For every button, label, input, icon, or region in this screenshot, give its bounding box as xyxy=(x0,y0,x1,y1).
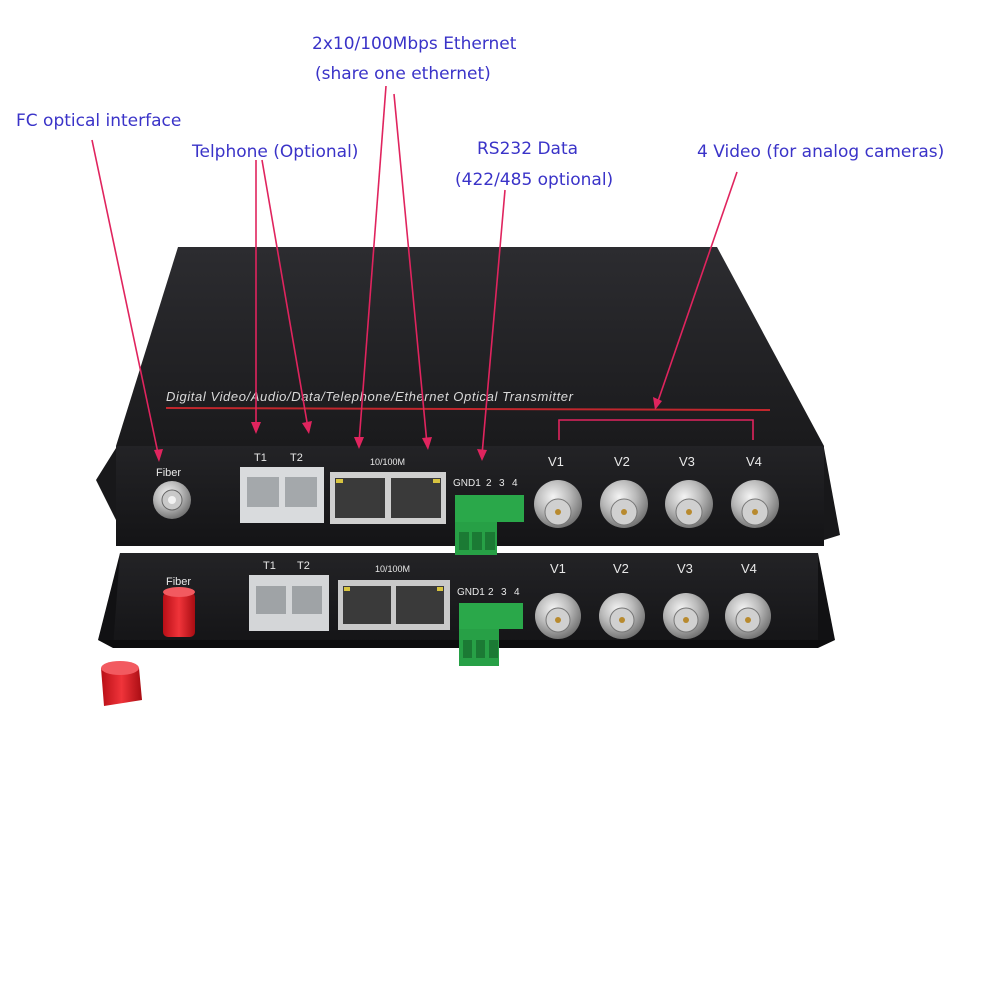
top-device-banner: Digital Video/Audio/Data/Telephone/Ether… xyxy=(166,389,574,404)
top-v1-label: V1 xyxy=(548,454,564,469)
telephone-callout: Telphone (Optional) xyxy=(192,142,359,162)
top-data-2-label: 2 xyxy=(486,478,492,489)
ethernet-callout-line1: 2x10/100Mbps Ethernet xyxy=(312,34,517,54)
bottom-v3-label: V3 xyxy=(677,561,693,576)
fc-optical-callout: FC optical interface xyxy=(16,111,182,131)
top-fiber-port[interactable] xyxy=(153,481,191,519)
bottom-v1-label: V1 xyxy=(550,561,566,576)
bottom-ethernet-label: 10/100M xyxy=(375,564,410,574)
bottom-t1-label: T1 xyxy=(263,560,276,572)
top-t1-label: T1 xyxy=(254,452,267,464)
bottom-fiber-label: Fiber xyxy=(166,576,191,588)
rs232-callout-line1: RS232 Data xyxy=(477,139,579,159)
bottom-data-gnd-label: GND1 xyxy=(457,587,485,598)
bottom-v2-label: V2 xyxy=(613,561,629,576)
ethernet-callout-line2: (share one ethernet) xyxy=(315,64,491,84)
bottom-fiber-port[interactable] xyxy=(163,587,195,637)
bottom-bnc-v1[interactable] xyxy=(535,593,581,639)
callout-arrows xyxy=(91,85,754,462)
top-bnc-v4[interactable] xyxy=(731,480,779,528)
bottom-data-2-label: 2 xyxy=(488,587,494,598)
top-data-4-label: 4 xyxy=(512,478,518,489)
bottom-v4-label: V4 xyxy=(741,561,757,576)
top-bnc-v1[interactable] xyxy=(534,480,582,528)
top-v2-label: V2 xyxy=(614,454,630,469)
bottom-bnc-v3[interactable] xyxy=(663,593,709,639)
video-callout: 4 Video (for analog cameras) xyxy=(697,142,945,162)
top-bnc-v2[interactable] xyxy=(600,480,648,528)
bottom-rs232-terminal[interactable] xyxy=(459,603,523,666)
top-bnc-v3[interactable] xyxy=(665,480,713,528)
red-dust-cap xyxy=(101,661,142,706)
bottom-bnc-v4[interactable] xyxy=(725,593,771,639)
top-data-gnd-label: GND1 xyxy=(453,478,481,489)
top-ethernet-label: 10/100M xyxy=(370,457,405,467)
top-device-lid xyxy=(116,247,824,446)
top-v3-label: V3 xyxy=(679,454,695,469)
top-rs232-terminal[interactable] xyxy=(455,495,524,555)
top-device: Digital Video/Audio/Data/Telephone/Ether… xyxy=(96,247,840,555)
top-fiber-label: Fiber xyxy=(156,467,181,479)
top-v4-label: V4 xyxy=(746,454,762,469)
top-t2-label: T2 xyxy=(290,452,303,464)
bottom-data-4-label: 4 xyxy=(514,587,520,598)
bottom-t2-label: T2 xyxy=(297,560,310,572)
top-data-3-label: 3 xyxy=(499,478,505,489)
bottom-data-3-label: 3 xyxy=(501,587,507,598)
bottom-bnc-v2[interactable] xyxy=(599,593,645,639)
bottom-device: Fiber T1 T2 10/100M GND1 2 3 4 V1 V xyxy=(98,553,835,666)
rs232-callout-line2: (422/485 optional) xyxy=(455,170,614,190)
